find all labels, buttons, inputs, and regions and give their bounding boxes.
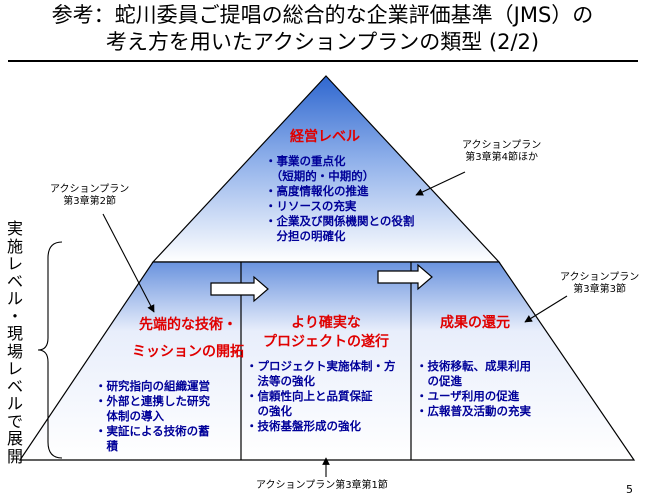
list-item: ・信頼性向上と品質保証 bbox=[246, 389, 373, 403]
middle-heading-line1: より確実な bbox=[291, 315, 361, 331]
list-item: ・プロジェクト実施体制・方 bbox=[246, 359, 396, 373]
vertical-label-char: ・ bbox=[6, 306, 23, 326]
annotation-top-right: アクションプラン 第3章第4節ほか bbox=[462, 140, 542, 163]
right-heading: 成果の還元 bbox=[440, 315, 510, 331]
middle-list: ・プロジェクト実施体制・方 法等の強化 ・信頼性向上と品質保証 の強化 ・技術基… bbox=[246, 359, 396, 434]
vertical-label-char: 開 bbox=[6, 446, 23, 466]
list-item: ・高度情報化の推進 bbox=[265, 184, 369, 198]
block-arrow-left bbox=[210, 275, 269, 303]
top-list: ・事業の重点化 （短期的・中期的） ・高度情報化の推進 ・リソースの充実 ・企業… bbox=[265, 154, 414, 244]
list-item: ・リソースの充実 bbox=[265, 199, 357, 213]
list-item: 体制の導入 bbox=[95, 409, 164, 423]
vertical-label-char: ベ bbox=[6, 271, 23, 291]
page-title-line1: 参考：蛇川委員ご提唱の総合的な企業評価基準（JMS）の bbox=[51, 3, 594, 27]
left-heading-line1: 先端的な技術・ bbox=[139, 317, 237, 333]
list-item: ・企業及び関係機関との役割 bbox=[265, 214, 415, 228]
vertical-label-char: 場 bbox=[6, 341, 23, 361]
right-list: ・技術移転、成果利用 の促進 ・ユーザ利用の促進 ・広報普及活動の充実 bbox=[416, 359, 531, 419]
top-heading: 経営レベル bbox=[290, 129, 360, 145]
vertical-label-char: 実 bbox=[6, 219, 23, 238]
page-number: 5 bbox=[626, 483, 633, 496]
list-item: ・技術移転、成果利用 bbox=[416, 359, 531, 373]
vertical-label: 実施レベル・現場レベルで展開 bbox=[6, 220, 24, 465]
vertical-label-char: 施 bbox=[6, 236, 23, 256]
list-item: の強化 bbox=[246, 404, 292, 418]
annotation-right: アクションプラン 第3章第3節 bbox=[560, 272, 640, 295]
list-item: ・外部と連携した研究 bbox=[95, 394, 210, 408]
list-item: の促進 bbox=[416, 374, 462, 388]
title-underline bbox=[8, 60, 638, 62]
pointer-right bbox=[524, 295, 568, 323]
pyramid-bottom-band bbox=[18, 261, 636, 461]
list-item: 法等の強化 bbox=[246, 374, 315, 388]
list-item: （短期的・中期的） bbox=[265, 169, 375, 183]
list-item: ・技術基盤形成の強化 bbox=[246, 419, 361, 433]
left-heading-line2: ミッションの開拓 bbox=[132, 344, 244, 360]
annotation-left: アクションプラン 第3章第2節 bbox=[50, 184, 130, 207]
list-item: ・ユーザ利用の促進 bbox=[416, 389, 520, 403]
pointer-top-right bbox=[415, 171, 466, 196]
vertical-label-char: ル bbox=[6, 289, 23, 308]
list-item: ・広報普及活動の充実 bbox=[416, 404, 531, 418]
middle-heading-line2: プロジェクトの遂行 bbox=[263, 334, 389, 350]
annotation-bottom: アクションプラン第3章第1節 bbox=[256, 480, 388, 491]
vertical-label-char: レ bbox=[6, 359, 23, 378]
middle-heading: より確実な プロジェクトの遂行 bbox=[256, 314, 396, 352]
pointer-left bbox=[102, 213, 155, 313]
left-brace bbox=[37, 241, 63, 459]
list-item: 積 bbox=[95, 439, 118, 453]
vertical-label-char: 展 bbox=[6, 429, 23, 448]
page-title-line2: 考え方を用いたアクションプランの類型 (2/2) bbox=[105, 30, 540, 54]
left-heading: 先端的な技術・ ミッションの開拓 bbox=[118, 316, 258, 362]
left-list: ・研究指向の組織運営 ・外部と連携した研究 体制の導入 ・実証による技術の蓄 積 bbox=[95, 379, 210, 454]
vertical-label-char: レ bbox=[6, 254, 23, 273]
list-item: ・実証による技術の蓄 bbox=[95, 424, 210, 438]
vertical-label-char: 現 bbox=[6, 324, 23, 343]
vertical-label-char: ベ bbox=[6, 376, 23, 396]
vertical-label-char: で bbox=[6, 411, 23, 431]
block-arrow-right bbox=[377, 263, 433, 291]
list-item: ・事業の重点化 bbox=[265, 154, 346, 168]
list-item: ・研究指向の組織運営 bbox=[95, 379, 210, 393]
list-item: 分担の明確化 bbox=[265, 229, 346, 243]
vertical-label-char: ル bbox=[6, 394, 23, 413]
